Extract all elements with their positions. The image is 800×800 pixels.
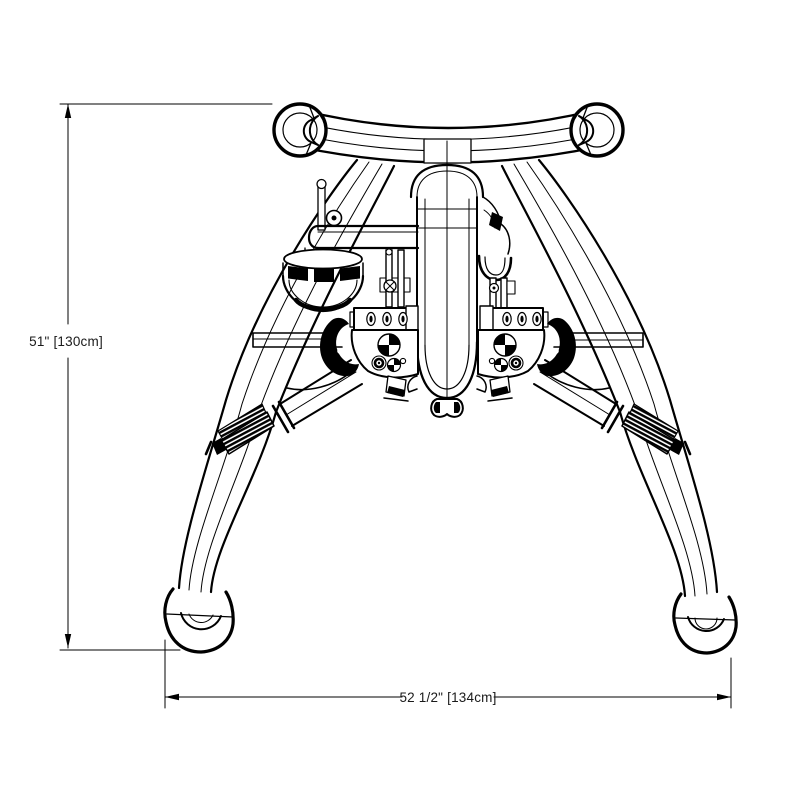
right-assembly bbox=[477, 196, 610, 402]
left-rear-leg bbox=[177, 158, 396, 594]
beam-left-end-cap bbox=[272, 102, 328, 158]
right-hinge-link bbox=[488, 277, 516, 310]
arrow-right-icon bbox=[717, 693, 731, 701]
left-foot-cap bbox=[163, 587, 235, 654]
left-hinge-link bbox=[379, 248, 411, 308]
left-assembly bbox=[281, 178, 420, 402]
right-grip-end-clip bbox=[670, 438, 684, 455]
beam-right-end-cap bbox=[569, 102, 625, 158]
arrow-down-icon bbox=[64, 634, 72, 648]
right-pivot-crescent bbox=[537, 317, 576, 377]
dimension-height: 51" [130cm] bbox=[29, 103, 273, 651]
width-dimension-label: 52 1/2" [134cm] bbox=[399, 690, 496, 705]
right-rear-leg bbox=[500, 158, 719, 598]
left-pad-stack bbox=[281, 248, 365, 313]
top-beam bbox=[298, 109, 599, 164]
right-u-hook bbox=[477, 254, 513, 282]
height-dimension-label: 51" [130cm] bbox=[29, 334, 103, 349]
center-column bbox=[407, 140, 487, 418]
right-pivot-plate bbox=[477, 329, 546, 379]
left-handle-arm bbox=[204, 359, 363, 456]
left-guide-arc bbox=[286, 371, 352, 391]
right-handle-arm bbox=[533, 359, 692, 456]
right-guide-arc bbox=[544, 371, 610, 391]
left-horizontal-arm bbox=[304, 224, 420, 265]
center-foot bbox=[430, 398, 464, 418]
right-foot-cap bbox=[672, 592, 738, 655]
arrow-up-icon bbox=[64, 104, 72, 118]
right-knurled-grip bbox=[621, 411, 676, 455]
right-bracket bbox=[482, 196, 511, 255]
right-lower-bracket bbox=[487, 375, 513, 402]
left-pivot-plate bbox=[350, 329, 419, 379]
left-grip-end-clip bbox=[212, 438, 226, 455]
left-lower-bracket bbox=[383, 375, 409, 402]
left-knurled-grip bbox=[220, 411, 275, 455]
rear-stabilizer-bar bbox=[252, 332, 644, 348]
left-pin-post bbox=[317, 185, 326, 231]
left-bolt-block bbox=[349, 305, 419, 333]
left-pivot-crescent bbox=[320, 317, 359, 377]
right-bolt-block bbox=[479, 305, 549, 333]
dimension-width: 52 1/2" [134cm] bbox=[164, 639, 732, 709]
arrow-left-icon bbox=[165, 693, 179, 701]
